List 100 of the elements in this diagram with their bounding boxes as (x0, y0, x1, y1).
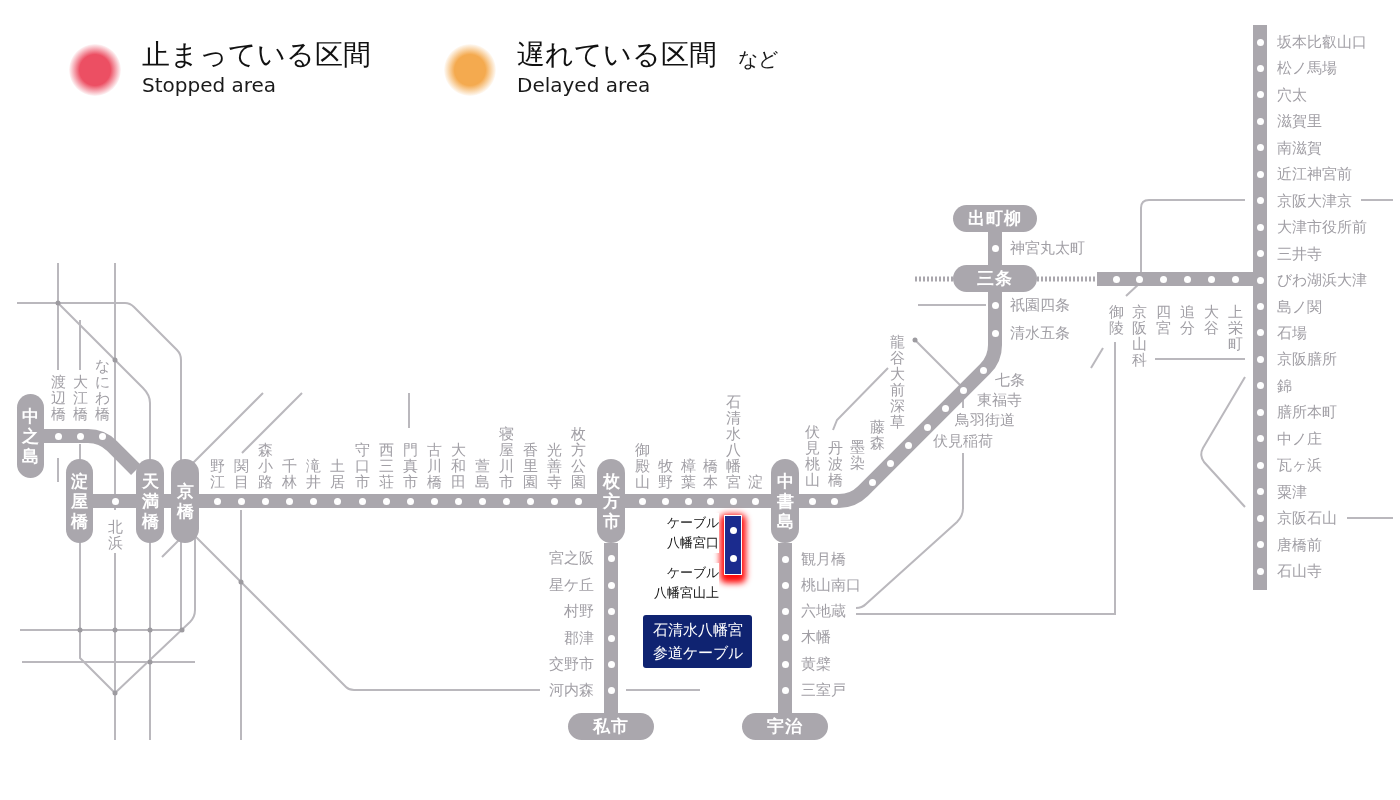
station-name: 松ノ馬場 (1277, 60, 1337, 77)
station-name: 御陵 (1108, 304, 1124, 336)
station-name: 光善寺 (546, 442, 562, 490)
station-name: 石山寺 (1277, 563, 1322, 579)
station-name: 関目 (233, 458, 249, 490)
station-name: 京阪山科 (1131, 304, 1147, 368)
station-name: 滋賀里 (1277, 113, 1322, 130)
station-name: 南滋賀 (1277, 139, 1322, 156)
station-name: 京阪膳所 (1277, 351, 1337, 368)
track-line (44, 429, 141, 475)
station-name: 渡辺橋 (50, 374, 66, 422)
station-name: 石場 (1277, 324, 1307, 341)
track-line (778, 543, 792, 713)
station-name: 橋本 (702, 458, 718, 490)
station-name: 星ケ丘 (549, 577, 594, 593)
station-name: 河内森 (549, 682, 594, 698)
track-line (199, 494, 597, 508)
station-name: ケーブル八幡宮口 (667, 513, 719, 553)
station-name: 祇園四条 (1010, 297, 1070, 313)
track-line (625, 494, 771, 508)
track-line (799, 292, 1002, 508)
station-name: 大和田 (450, 442, 466, 490)
station-name: 穴太 (1277, 86, 1307, 103)
station-name: 村野 (564, 603, 594, 619)
station-name: 瓦ヶ浜 (1277, 457, 1322, 474)
station-name: 野江 (209, 458, 225, 490)
station-name: 大谷 (1203, 304, 1219, 336)
station-name: 木幡 (801, 629, 831, 645)
station-name: 牧野 (657, 458, 673, 490)
station-pill: 宇治 (742, 713, 828, 740)
station-name: 観月橋 (801, 551, 846, 567)
station-name: 坂本比叡山口 (1277, 34, 1367, 50)
station-name: 膳所本町 (1277, 404, 1337, 421)
track-line (164, 494, 171, 508)
station-name: 鳥羽街道 (955, 412, 1015, 428)
station-name: 大江橋 (72, 374, 88, 422)
station-name: 森小路 (257, 442, 273, 490)
station-name: 滝井 (305, 458, 321, 490)
station-name: 黄檗 (801, 656, 831, 672)
station-name: 七条 (995, 372, 1025, 388)
station-name: 樟葉 (680, 458, 696, 490)
station-name: 京阪大津京 (1277, 192, 1352, 209)
station-name: 淀 (747, 474, 763, 490)
station-name: 丹波橋 (827, 440, 843, 488)
station-name: なにわ橋 (94, 358, 110, 422)
station-name: 香里園 (522, 442, 538, 490)
station-pill: 天満橋 (136, 459, 164, 543)
legend-text: 遅れている区間 (517, 38, 717, 72)
station-name: 島ノ関 (1277, 298, 1322, 315)
station-name: 龍谷大前深草 (889, 334, 905, 430)
station-name: 西三荘 (378, 442, 394, 490)
station-name: 大津市役所前 (1277, 219, 1367, 236)
station-name: 千林 (281, 458, 297, 490)
station-pill: 中書島 (771, 459, 799, 543)
station-name: 北浜 (107, 519, 123, 551)
station-name: 枚方公園 (570, 426, 586, 490)
station-name: 粟津 (1277, 483, 1307, 500)
legend-caption: Delayed area (517, 73, 651, 97)
track-line (915, 276, 953, 282)
track-line (988, 232, 1002, 265)
station-pill: 三条 (953, 265, 1037, 292)
station-name: 京阪石山 (1277, 510, 1337, 527)
station-pill: 枚方市 (597, 459, 625, 543)
line-name-box: 石清水八幡宮参道ケーブル (643, 615, 752, 668)
station-name: 萱島 (474, 458, 490, 490)
track-line (604, 543, 618, 713)
station-name: 神宮丸太町 (1010, 240, 1085, 256)
station-pill: 中之島 (17, 394, 44, 478)
station-name: 三井寺 (1277, 245, 1322, 262)
station-name: 東福寺 (977, 392, 1022, 408)
station-name: 唐橋前 (1277, 536, 1322, 553)
station-name: 桃山南口 (801, 577, 861, 593)
railway-line-bar (1253, 25, 1267, 590)
track-line (1097, 272, 1253, 286)
station-name: 近江神宮前 (1277, 166, 1352, 183)
station-name: 古川橋 (426, 442, 442, 490)
station-name: 寝屋川市 (498, 426, 514, 490)
station-name: 藤森 (869, 419, 885, 451)
station-name: 守口市 (354, 442, 370, 490)
station-name: 中ノ庄 (1277, 430, 1322, 447)
station-name: 宮之阪 (549, 550, 594, 566)
station-name: 郡津 (564, 630, 594, 646)
station-name: 土居 (329, 458, 345, 490)
legend-text: 止まっている区間 (142, 38, 371, 72)
station-name: 六地蔵 (801, 603, 846, 619)
track-line (93, 494, 136, 508)
station-name: 御殿山 (634, 442, 650, 490)
station-name: 門真市 (402, 442, 418, 490)
station-pill: 淀屋橋 (66, 459, 93, 543)
station-name: 錦 (1277, 377, 1292, 394)
station-name: 追分 (1179, 304, 1195, 336)
station-pill: 私市 (568, 713, 654, 740)
station-name: 伏見桃山 (804, 424, 820, 488)
legend-note: など (738, 47, 778, 71)
station-name: 清水五条 (1010, 325, 1070, 341)
track-line (1037, 276, 1097, 282)
station-name: 四宮 (1155, 304, 1171, 336)
station-name: 交野市 (549, 656, 594, 672)
station-name: 伏見稲荷 (933, 433, 993, 449)
station-pill: 出町柳 (953, 205, 1037, 232)
